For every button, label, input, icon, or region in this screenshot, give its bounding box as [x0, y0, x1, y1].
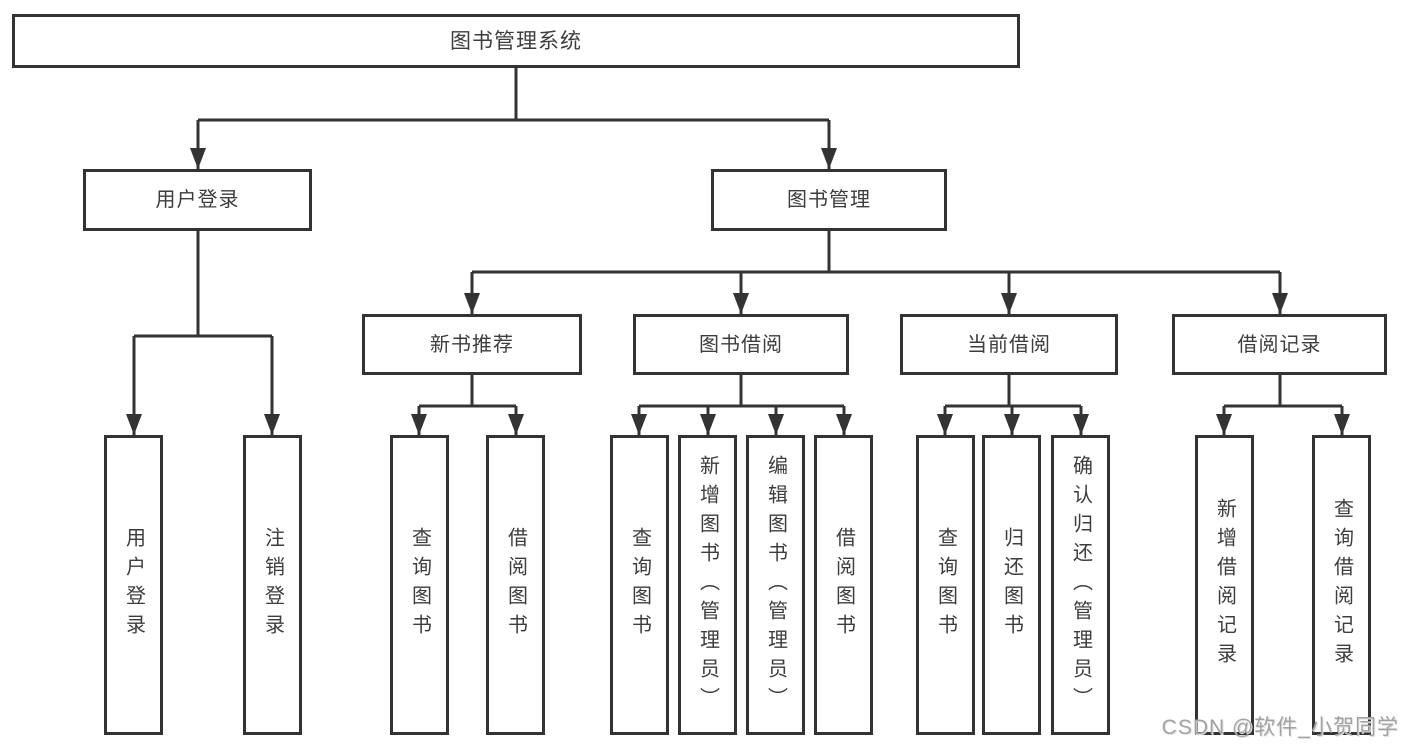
- leaf-query-borrow-record: 查询借阅记录: [1312, 435, 1371, 735]
- node-book-borrow: 图书借阅: [633, 314, 849, 375]
- leaf-return-book: 归还图书: [982, 435, 1041, 735]
- leaf-logout: 注销登录: [243, 435, 302, 735]
- node-current-borrow: 当前借阅: [900, 314, 1118, 375]
- leaf-edit-book-admin: 编辑图书（管理员）: [746, 435, 805, 735]
- edge-user-login-to-leaves: [132, 231, 274, 435]
- leaf-borrow-book-rec: 借阅图书: [486, 435, 545, 735]
- node-user-login: 用户登录: [83, 169, 312, 231]
- leaf-add-borrow-record: 新增借阅记录: [1195, 435, 1254, 735]
- edge-borrow-records-to-leaves: [1222, 375, 1344, 435]
- edge-book-mgmt-to-level3: [470, 231, 1282, 314]
- node-book-mgmt: 图书管理: [711, 169, 947, 231]
- node-borrow-records: 借阅记录: [1172, 314, 1387, 375]
- watermark: CSDN @软件_小贺同学: [1161, 716, 1399, 739]
- arrowheads: [126, 148, 1350, 435]
- node-new-book-rec: 新书推荐: [362, 314, 582, 375]
- leaf-user-login: 用户登录: [104, 435, 163, 735]
- edge-book-borrow-to-leaves: [637, 375, 846, 435]
- leaf-add-book-admin: 新增图书（管理员）: [678, 435, 737, 735]
- leaf-confirm-return-admin: 确认归还（管理员）: [1051, 435, 1110, 735]
- node-root: 图书管理系统: [12, 14, 1020, 68]
- edge-root-to-level2: [196, 68, 831, 169]
- leaf-query-book-borrow: 查询图书: [610, 435, 669, 735]
- leaf-borrow-book-borrow: 借阅图书: [814, 435, 873, 735]
- leaf-query-book-rec: 查询图书: [390, 435, 449, 735]
- leaf-query-book-current: 查询图书: [916, 435, 975, 735]
- edge-new-book-rec-to-leaves: [417, 375, 518, 435]
